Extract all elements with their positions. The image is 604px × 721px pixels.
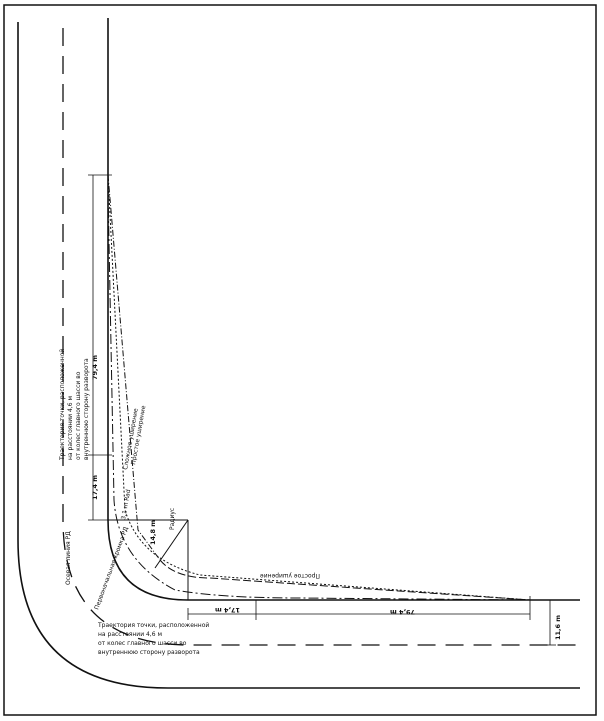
wheel-track-label-vertical-2: на расстоянии 4,6 м xyxy=(67,396,74,460)
wheel-track-label-horizontal-1: Траектория точки, расположенной xyxy=(97,622,209,629)
combined-widening-line xyxy=(107,174,531,601)
simple-widening-line-vertical xyxy=(107,174,161,561)
pavement-edge-label: Первоначальная кромка РД xyxy=(93,526,130,611)
radius-line xyxy=(154,519,189,569)
wheel-track-label-vertical-4: внутреннюю сторону разворота xyxy=(83,358,90,460)
dim-offset-label: 11,6 m xyxy=(554,615,562,640)
axis-line-label: Осевая линия РД xyxy=(65,531,72,585)
radius-curve-label: 3,1 m Rad xyxy=(120,489,132,521)
dim-vertical-short-label: 17,4 m xyxy=(91,475,99,500)
taxiway-centerline xyxy=(62,28,580,646)
wheel-track-label-horizontal-3: от колес главного шасси во xyxy=(98,640,187,647)
wheel-track-label-vertical-1: Траектория точки, расположенной xyxy=(59,349,66,461)
inner-pavement-edge xyxy=(107,18,580,601)
radius-label: Радиус xyxy=(169,508,176,530)
page-frame xyxy=(3,4,597,716)
wheel-track-curve xyxy=(107,189,531,601)
wheel-track-label-horizontal-2: на расстоянии 4,6 м xyxy=(98,631,162,638)
dim-horizontal-short-label: 17,4 m xyxy=(215,606,240,614)
dim-vertical-long-label: 79,4 m xyxy=(91,355,99,380)
wheel-track-label-horizontal-4: внутреннюю сторону разворота xyxy=(98,649,200,656)
simple-widening-line-horizontal xyxy=(159,559,531,601)
outer-pavement-edge xyxy=(17,22,580,689)
simple-widening-label-horizontal: Простое уширение xyxy=(260,572,320,579)
radius-value-label: 14,8 m xyxy=(149,520,157,545)
wheel-track-label-vertical-3: от колес главного шасси во xyxy=(75,371,82,460)
dim-horizontal-long-label: 79,4 m xyxy=(390,608,415,616)
